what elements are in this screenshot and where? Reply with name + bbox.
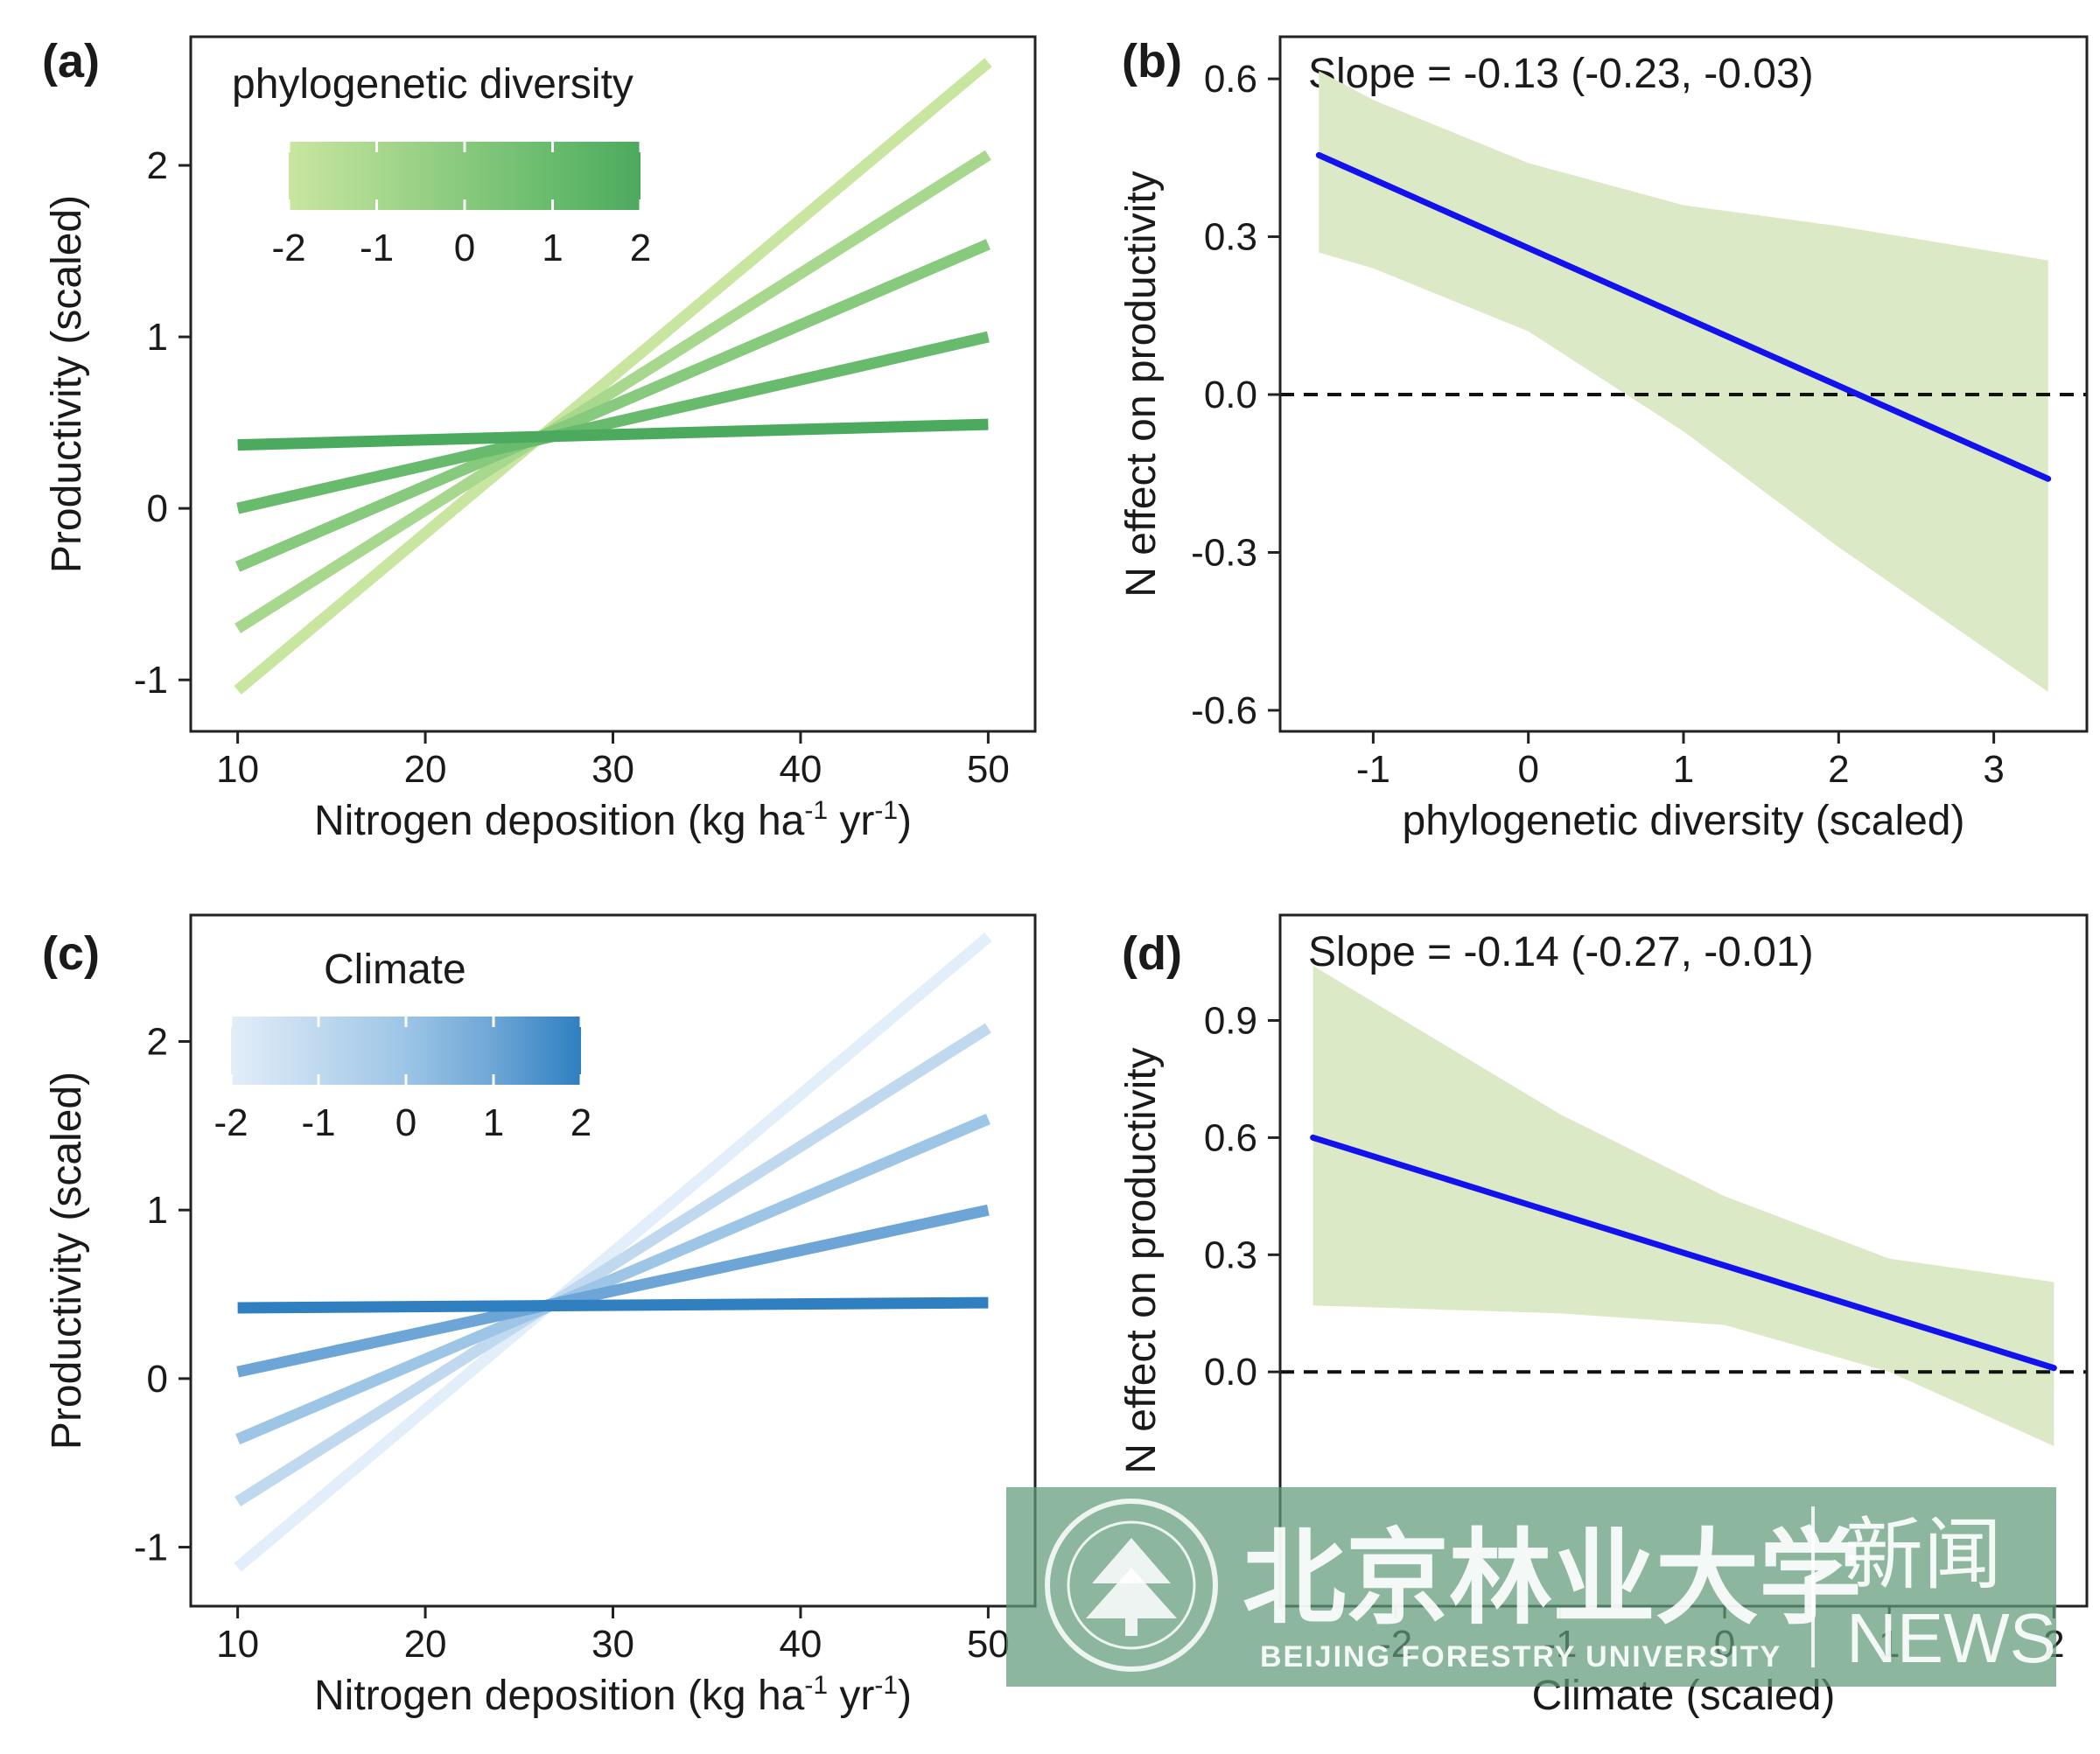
series-line-c-level-0 [235, 1114, 990, 1445]
legend-tick-label-a-0: -2 [271, 227, 305, 269]
y-tick-label-d-2: 0.6 [1204, 1116, 1257, 1159]
x-axis-label-a: Nitrogen deposition (kg ha-1 yr-1) [314, 796, 912, 844]
x-axis-label-c-part-1: Nitrogen deposition (kg ha [314, 1673, 805, 1719]
x-tick-label-a-4: 50 [967, 748, 1010, 791]
legend-tick-label-c-4: 2 [570, 1101, 592, 1144]
y-axis-label-d: N effect on productivity [1118, 1047, 1165, 1473]
panel-label-d: (d) [1122, 927, 1182, 980]
panel-label-c: (c) [42, 927, 100, 980]
x-tick-label-b-0: -1 [1356, 748, 1390, 791]
watermark-banner: 北京林业大学 BEIJING FORESTRY UNIVERSITY 新闻 NE… [1006, 1487, 2056, 1687]
confidence-band-d [1312, 966, 2054, 1446]
x-tick-label-c-1: 20 [404, 1623, 447, 1666]
series-line-c-level-1 [236, 1204, 990, 1378]
panel-a: (a) Productivity (scaled) Nitrogen depos… [42, 35, 1037, 844]
y-tick-label-d-1: 0.3 [1204, 1233, 1257, 1276]
x-axis-label-a-part-1: Nitrogen deposition (kg ha [314, 798, 805, 844]
x-tick-label-b-4: 3 [1983, 748, 2004, 791]
y-tick-label-c-2: 1 [147, 1189, 168, 1232]
x-tick-label-b-1: 0 [1517, 748, 1538, 791]
watermark-section-en: NEWS [1846, 1599, 2056, 1677]
watermark-section-cn: 新闻 [1844, 1512, 2002, 1599]
legend-tick-label-c-1: -1 [301, 1101, 335, 1144]
slope-annotation-b: Slope = -0.13 (-0.23, -0.03) [1308, 51, 1814, 97]
x-axis-label-a-sup-2: -1 [874, 796, 898, 825]
legend-tick-label-c-2: 0 [396, 1101, 416, 1144]
x-axis-label-a-part-2: yr [828, 798, 874, 844]
y-axis-label-b: N effect on productivity [1118, 171, 1165, 597]
x-tick-label-a-1: 20 [404, 748, 447, 791]
plot-area-d [1280, 966, 2087, 1446]
series-line-a-level-m1 [234, 150, 991, 633]
y-tick-label-b-1: -0.3 [1191, 531, 1257, 574]
legend-tick-label-a-1: -1 [360, 227, 394, 269]
slope-annotation-d: Slope = -0.14 (-0.27, -0.01) [1308, 929, 1814, 975]
legend-tick-label-a-3: 1 [542, 227, 563, 269]
watermark-name-en: BEIJING FORESTRY UNIVERSITY [1260, 1640, 1782, 1674]
y-tick-label-c-3: 2 [147, 1021, 168, 1064]
series-line-a-level-m2 [234, 58, 992, 695]
x-axis-label-a-sup-1: -1 [804, 796, 828, 825]
y-tick-label-b-4: 0.6 [1204, 58, 1257, 101]
x-axis-label-c-part-3: ) [898, 1673, 912, 1719]
x-axis-label-c-sup-1: -1 [804, 1671, 828, 1700]
y-tick-label-b-3: 0.3 [1204, 216, 1257, 259]
confidence-band-b [1319, 71, 2048, 692]
university-seal-icon [1045, 1499, 1218, 1672]
x-tick-label-c-0: 10 [216, 1623, 259, 1666]
series-line-a-level-1 [236, 331, 990, 514]
fit-line-b [1315, 151, 2052, 482]
x-axis-label-c-sup-2: -1 [874, 1671, 898, 1700]
y-tick-label-b-2: 0.0 [1204, 374, 1257, 416]
x-tick-label-b-3: 2 [1828, 748, 1849, 791]
x-axis-label-a-part-3: ) [898, 798, 912, 844]
y-tick-label-c-1: 0 [147, 1358, 168, 1401]
x-tick-label-c-3: 40 [779, 1623, 822, 1666]
legend-tick-label-c-0: -2 [214, 1101, 248, 1144]
legend-title-c: Climate [324, 947, 466, 993]
legend-tick-label-a-2: 0 [454, 227, 475, 269]
panel-label-a: (a) [42, 35, 100, 87]
y-axis-label-a: Productivity (scaled) [44, 195, 90, 573]
y-tick-label-a-2: 1 [147, 316, 168, 359]
y-axis-label-c: Productivity (scaled) [44, 1072, 90, 1450]
x-tick-label-a-0: 10 [216, 748, 259, 791]
legend-colorbar-c [231, 1017, 581, 1085]
series-line-c-level-m1 [234, 1023, 991, 1507]
panel-b: (b) N effect on productivity phylogeneti… [1118, 35, 2089, 844]
plot-area-a [234, 58, 992, 695]
x-tick-label-c-4: 50 [967, 1623, 1010, 1666]
series-line-c-level-2 [237, 1296, 989, 1314]
x-tick-label-b-2: 1 [1673, 748, 1694, 791]
x-axis-label-b: phylogenetic diversity (scaled) [1403, 798, 1965, 844]
x-tick-label-a-2: 30 [592, 748, 634, 791]
x-axis-label-c: Nitrogen deposition (kg ha-1 yr-1) [314, 1671, 912, 1719]
watermark-name-cn: 北京林业大学 [1242, 1521, 1862, 1637]
fit-line-d [1310, 1134, 2057, 1372]
legend-colorbar-a [289, 142, 640, 210]
y-tick-label-d-0: 0.0 [1204, 1351, 1257, 1394]
y-tick-label-a-1: 0 [147, 487, 168, 530]
x-axis-label-c-part-2: yr [828, 1673, 874, 1719]
y-tick-label-a-0: -1 [134, 659, 168, 702]
legend-tick-label-c-3: 1 [483, 1101, 504, 1144]
legend-title-a: phylogenetic diversity [232, 61, 634, 108]
y-tick-label-b-0: -0.6 [1191, 689, 1257, 732]
x-tick-label-c-2: 30 [592, 1623, 634, 1666]
x-tick-label-a-3: 40 [779, 748, 822, 791]
watermark-divider [1811, 1506, 1815, 1667]
series-line-a-level-0 [235, 239, 990, 572]
y-tick-label-c-0: -1 [134, 1527, 168, 1569]
y-tick-label-a-3: 2 [147, 144, 168, 187]
y-tick-label-d-3: 0.9 [1204, 1000, 1257, 1043]
panel-c: (c) Productivity (scaled) Nitrogen depos… [42, 913, 1037, 1719]
series-line-a-level-2 [237, 418, 989, 451]
panel-label-b: (b) [1122, 35, 1182, 87]
series-line-c-level-m2 [234, 933, 992, 1572]
plot-area-b [1280, 71, 2087, 692]
plot-area-c [234, 933, 992, 1572]
legend-tick-label-a-4: 2 [630, 227, 651, 269]
